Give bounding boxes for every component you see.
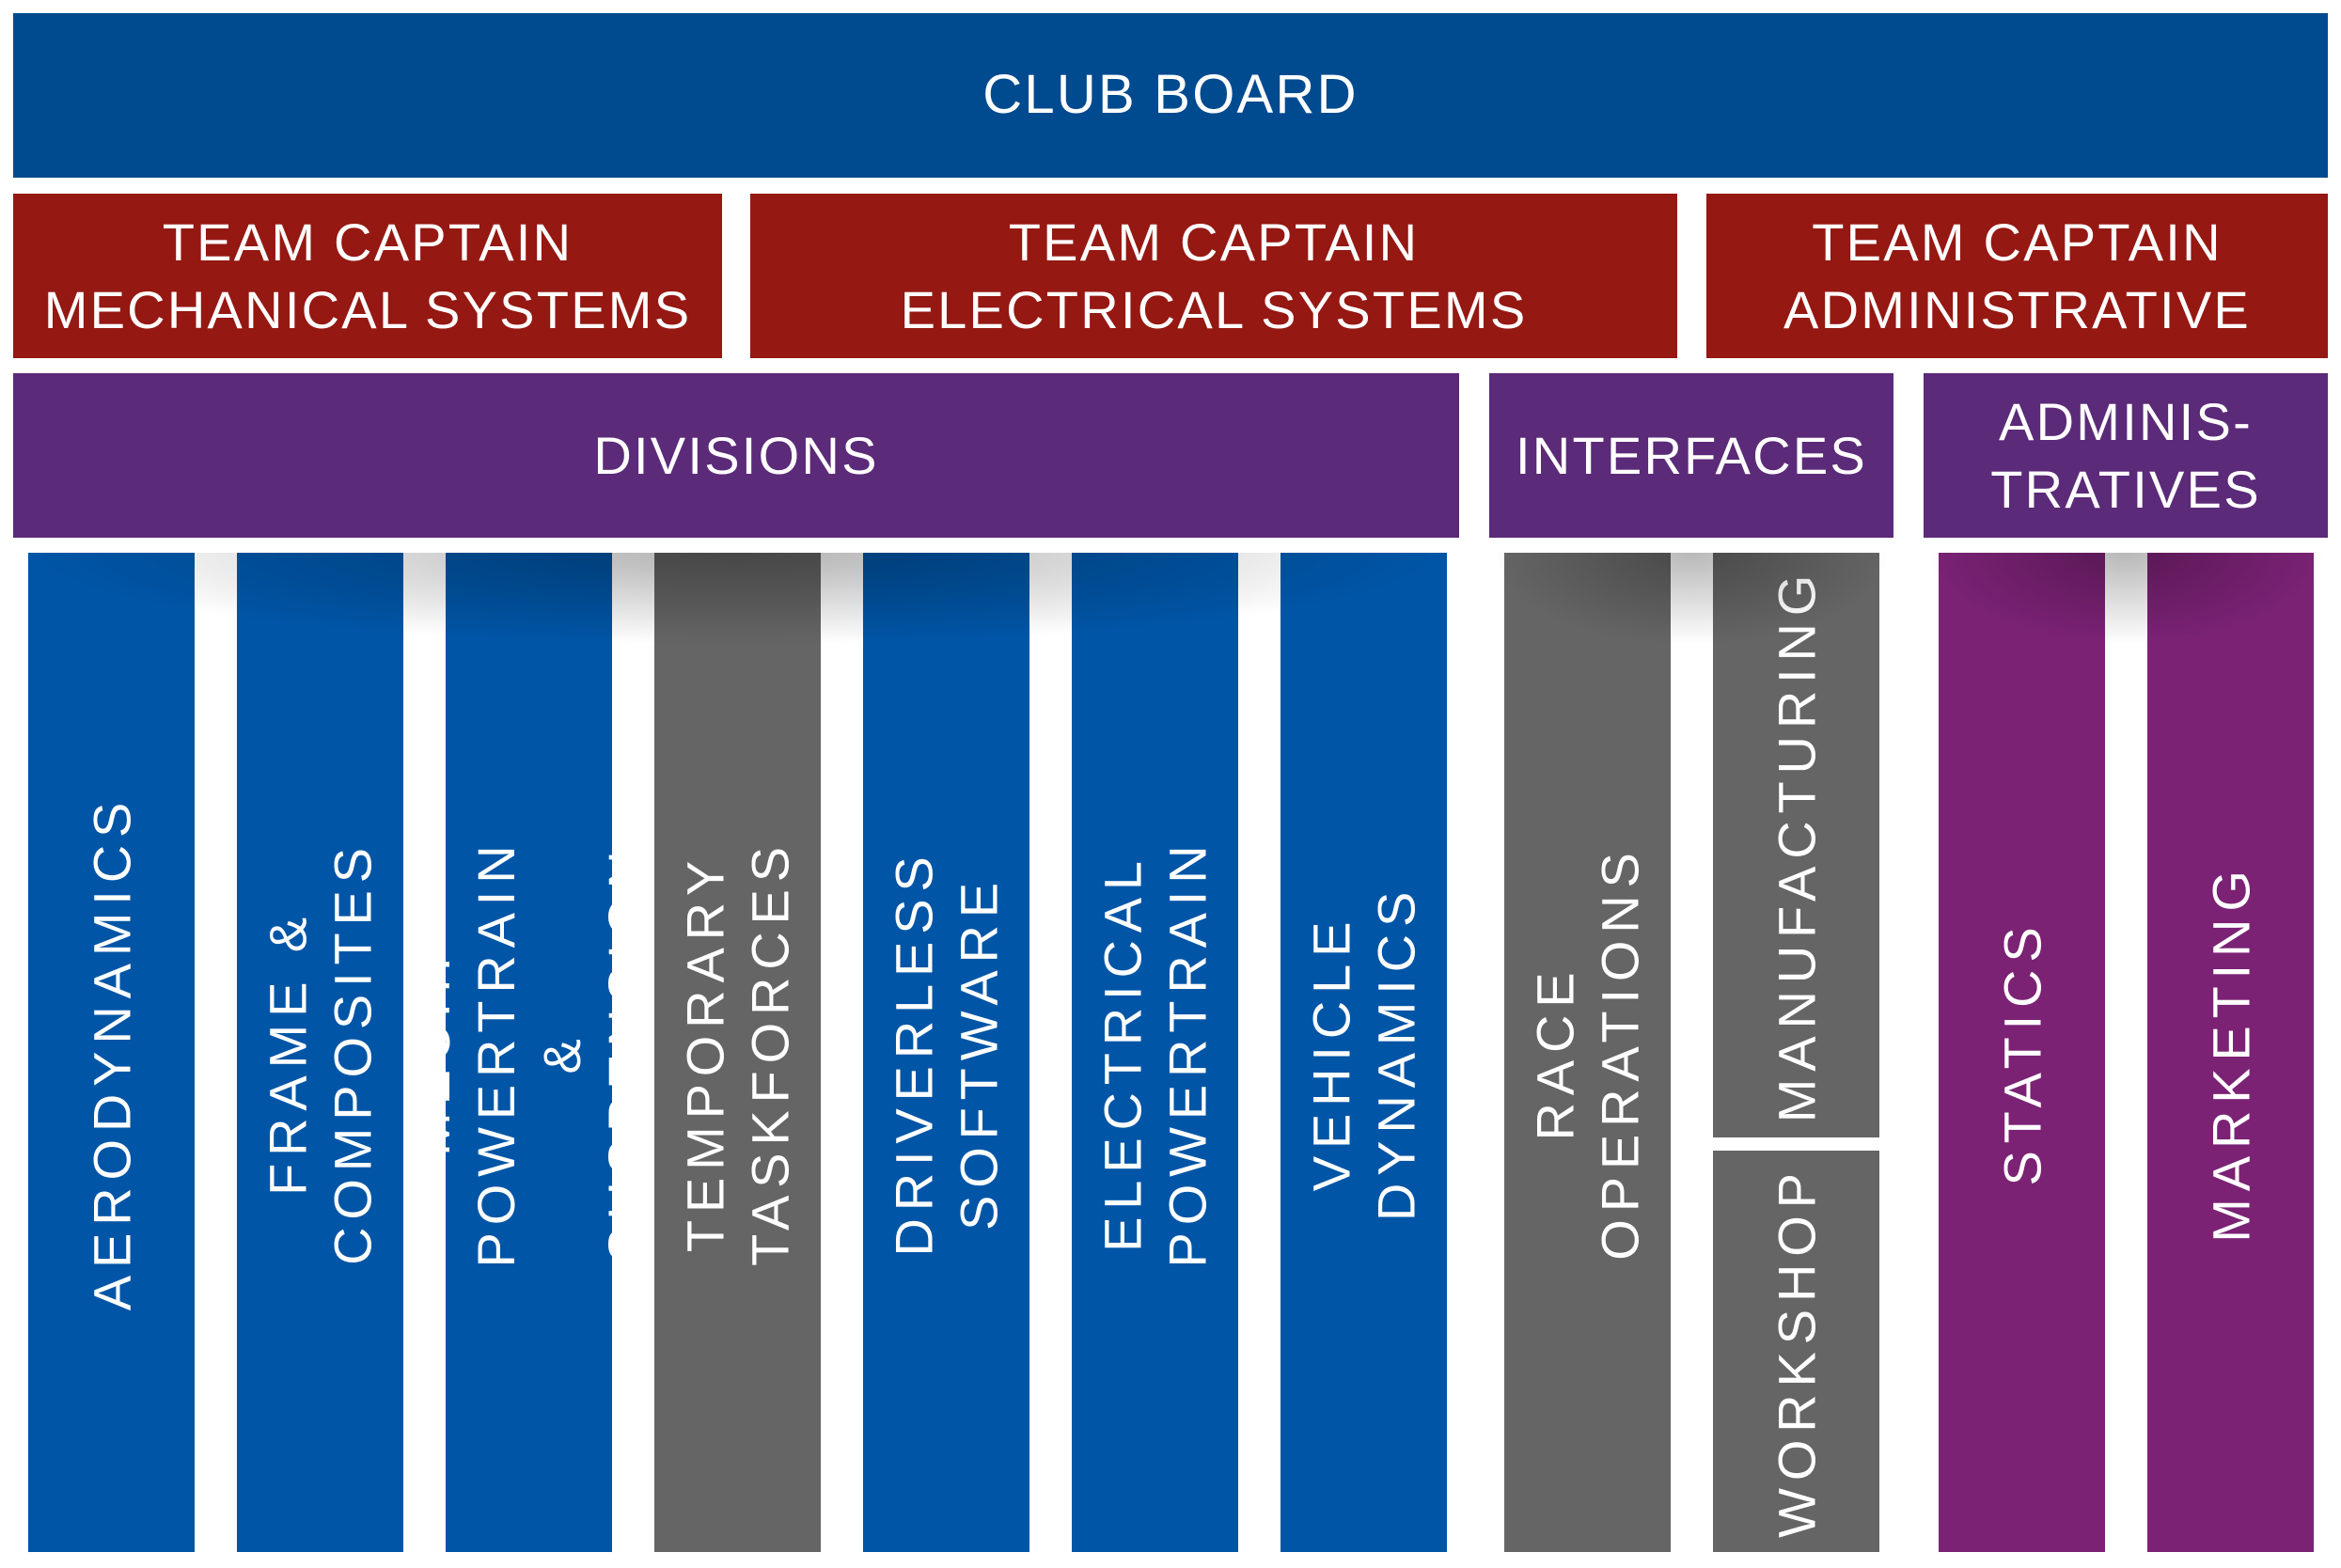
captain-administrative-box: TEAM CAPTAIN ADMINISTRATIVE xyxy=(1706,194,2328,358)
unit-electrical-powertrain: ELECTRICAL POWERTRAIN xyxy=(1072,553,1238,1552)
unit-mech-powertrain-suspension: MECH. POWERTRAIN & SUSPENSION xyxy=(446,553,612,1552)
unit-vehicle-dynamics: VEHICLE DYNAMICS xyxy=(1280,553,1447,1552)
divisions-label: DIVISIONS xyxy=(593,425,879,485)
administratives-box: ADMINIS- TRATIVES xyxy=(1924,373,2328,538)
unit-statics: STATICS xyxy=(1939,553,2105,1552)
unit-statics-label: STATICS xyxy=(1991,918,2051,1186)
unit-workshop-label: WORKSHOP xyxy=(1766,1165,1826,1538)
captain-electrical-box: TEAM CAPTAIN ELECTRICAL SYSTEMS xyxy=(750,194,1677,358)
unit-driverless-software: DRIVERLESS SOFTWARE xyxy=(863,553,1029,1552)
unit-workshop: WORKSHOP xyxy=(1713,1151,1879,1552)
captain-administrative-label: TEAM CAPTAIN ADMINISTRATIVE xyxy=(1783,212,2252,339)
administratives-label: ADMINIS- TRATIVES xyxy=(1990,391,2261,519)
unit-aerodynamics: AERODYNAMICS xyxy=(28,553,195,1552)
unit-marketing-label: MARKETING xyxy=(2200,862,2260,1243)
club-board-box: CLUB BOARD xyxy=(13,13,2328,178)
captain-mechanical-label: TEAM CAPTAIN MECHANICAL SYSTEMS xyxy=(43,212,692,339)
unit-vehicle-dynamics-label: VEHICLE DYNAMICS xyxy=(1301,884,1426,1221)
unit-manufacturing: MANUFACTURING xyxy=(1713,553,1879,1137)
interfaces-box: INTERFACES xyxy=(1489,373,1893,538)
captain-mechanical-box: TEAM CAPTAIN MECHANICAL SYSTEMS xyxy=(13,194,722,358)
unit-manufacturing-label: MANUFACTURING xyxy=(1766,567,1826,1123)
unit-temporary-taskforces: TEMPORARY TASKFORCES xyxy=(654,553,821,1552)
club-board-label: CLUB BOARD xyxy=(982,64,1359,126)
unit-driverless-software-label: DRIVERLESS SOFTWARE xyxy=(884,848,1009,1257)
unit-temporary-taskforces-label: TEMPORARY TASKFORCES xyxy=(675,839,800,1266)
unit-race-operations: RACE OPERATIONS xyxy=(1504,553,1671,1552)
unit-race-operations-label: RACE OPERATIONS xyxy=(1525,844,1650,1261)
unit-marketing: MARKETING xyxy=(2147,553,2314,1552)
unit-mech-powertrain-suspension-label: MECH. POWERTRAIN & SUSPENSION xyxy=(446,838,612,1267)
interfaces-label: INTERFACES xyxy=(1515,425,1867,485)
unit-electrical-powertrain-label: ELECTRICAL POWERTRAIN xyxy=(1092,838,1218,1267)
captain-electrical-label: TEAM CAPTAIN ELECTRICAL SYSTEMS xyxy=(900,212,1528,339)
unit-aerodynamics-label: AERODYNAMICS xyxy=(81,794,141,1310)
divisions-box: DIVISIONS xyxy=(13,373,1459,538)
unit-frame-composites-label: FRAME & COMPOSITES xyxy=(258,839,383,1265)
unit-frame-composites: FRAME & COMPOSITES xyxy=(237,553,403,1552)
